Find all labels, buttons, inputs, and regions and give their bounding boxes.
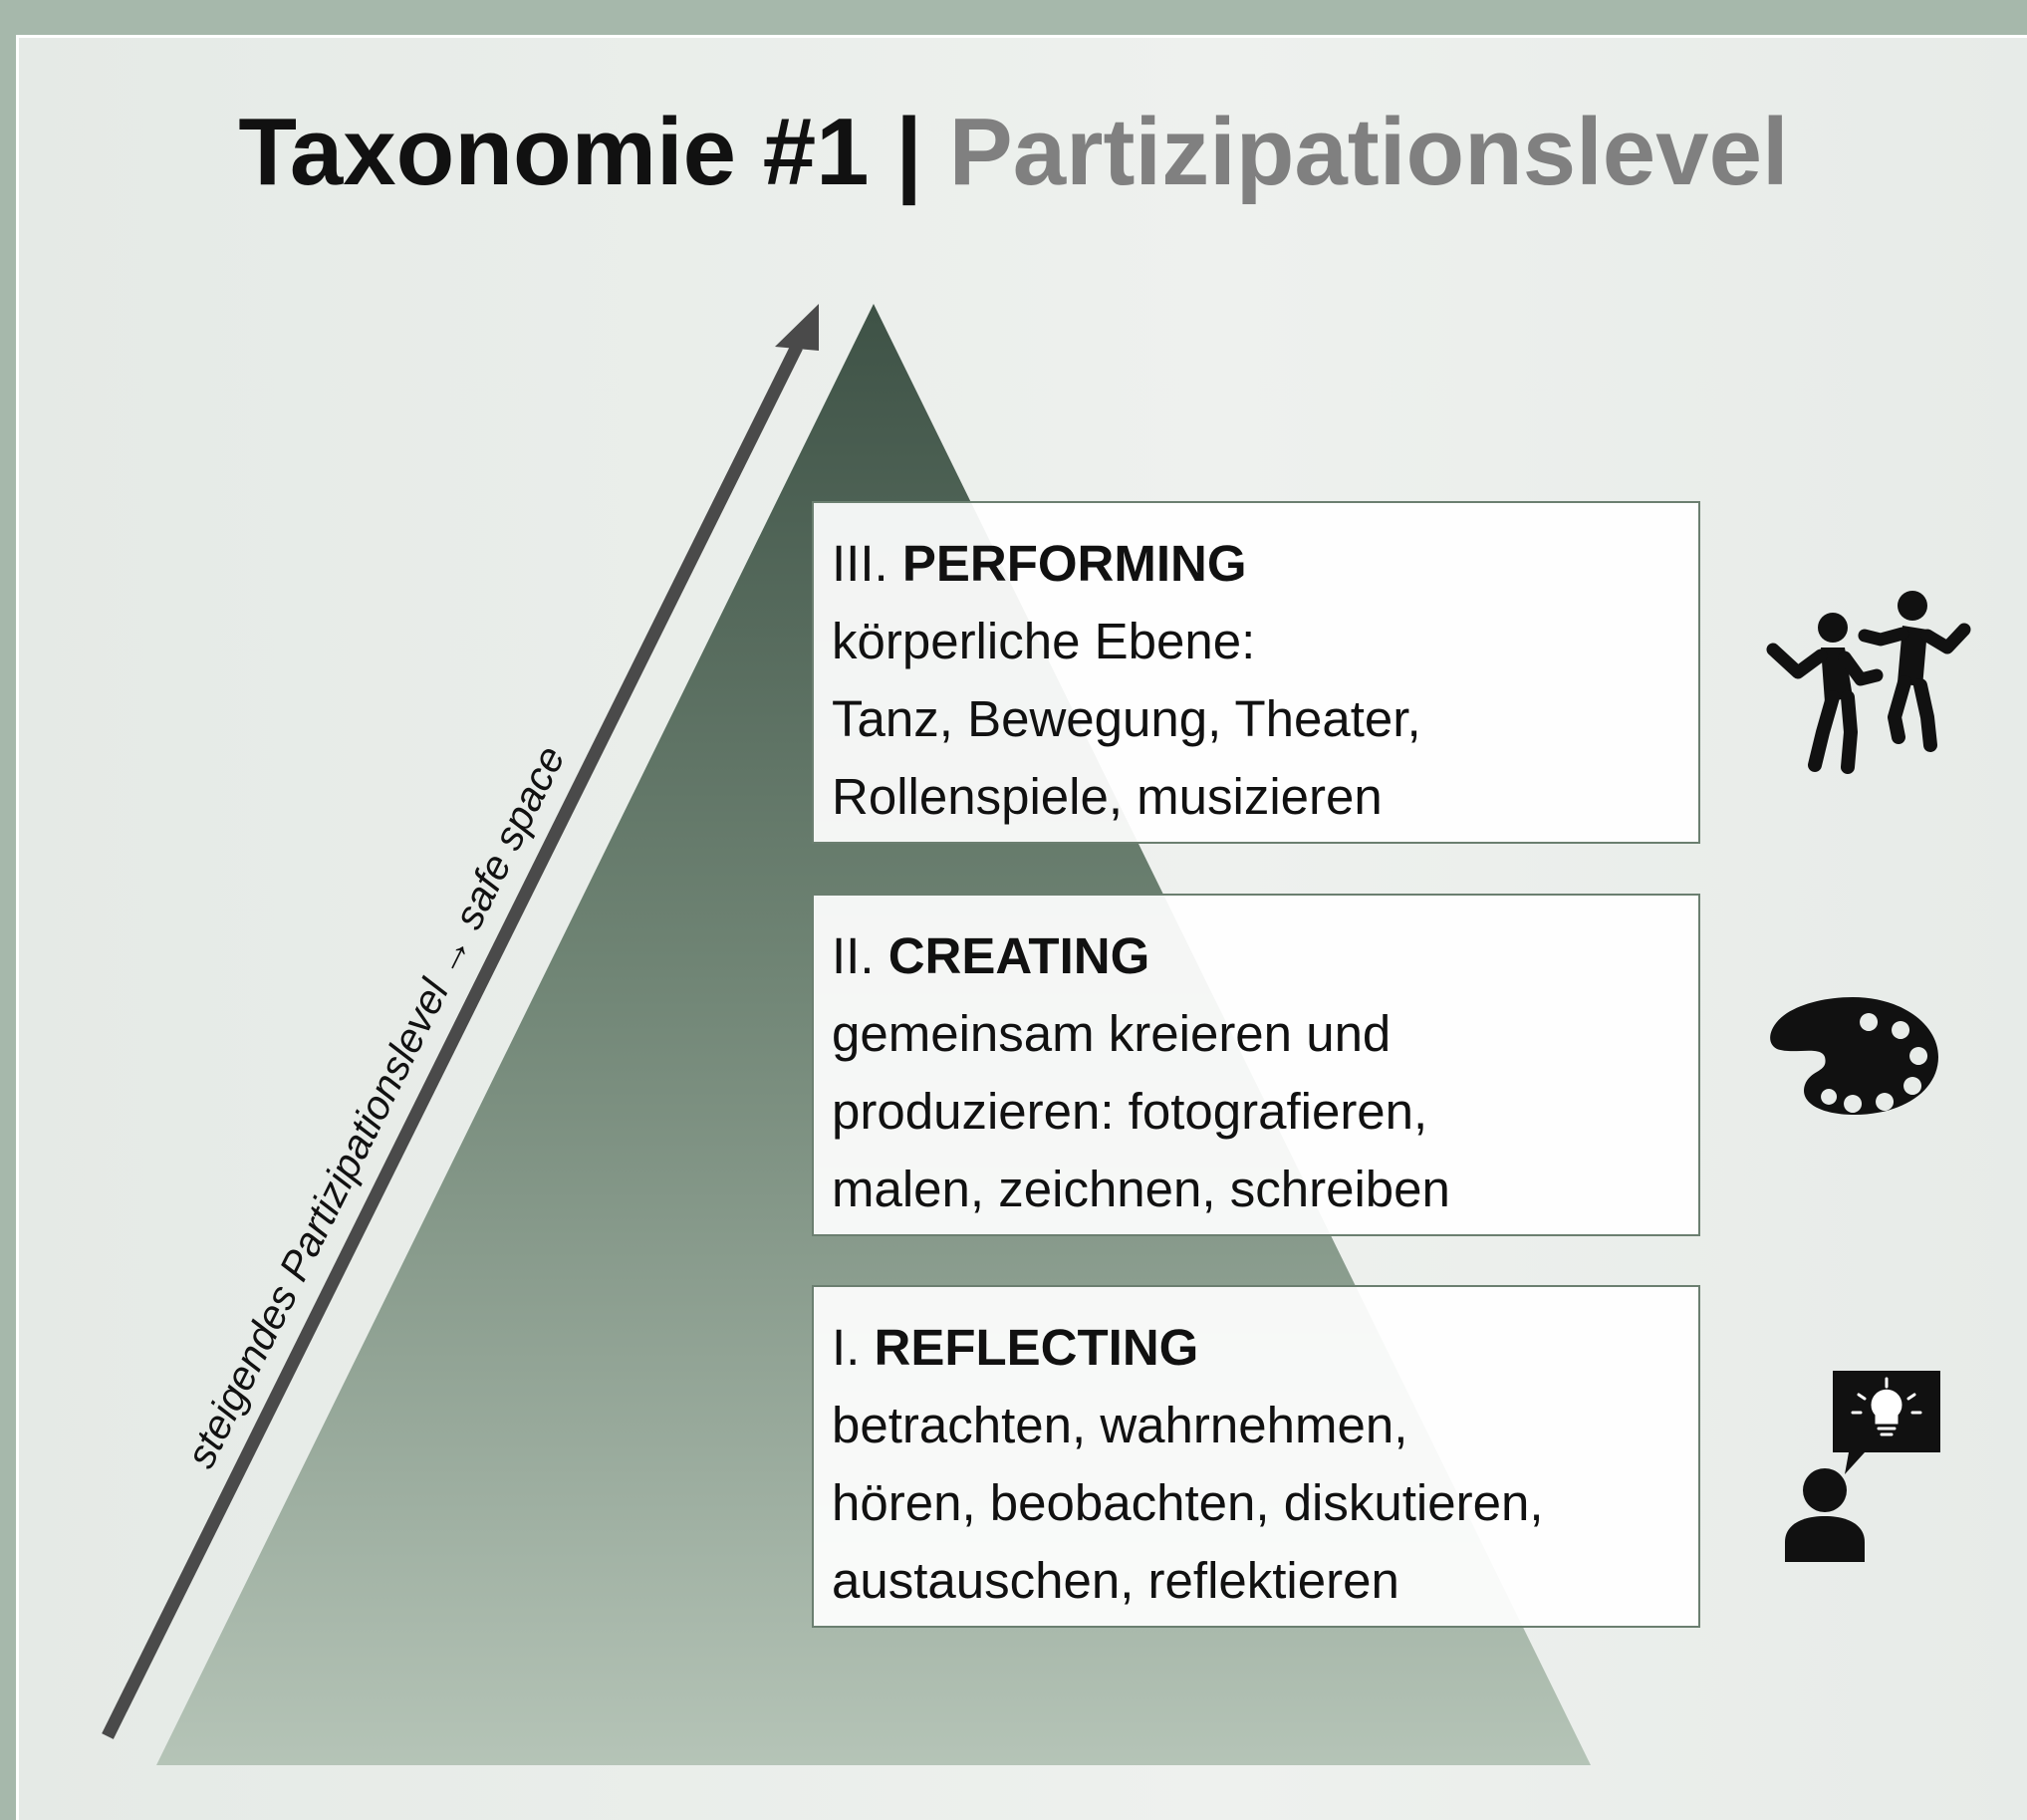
level-heading: III. PERFORMING bbox=[832, 525, 1698, 603]
level-description: körperliche Ebene: Tanz, Bewegung, Theat… bbox=[832, 603, 1698, 836]
level-desc-line: körperliche Ebene: bbox=[832, 613, 1256, 669]
participation-arrowhead bbox=[775, 304, 819, 351]
title-main: Taxonomie #1 bbox=[238, 99, 870, 205]
title-separator: | bbox=[895, 99, 922, 205]
level-name: PERFORMING bbox=[901, 535, 1247, 592]
level-box-performing: III. PERFORMING körperliche Ebene: Tanz,… bbox=[812, 501, 1700, 844]
level-box-reflecting: I. REFLECTING betrachten, wahrnehmen, hö… bbox=[812, 1285, 1700, 1628]
level-name: CREATING bbox=[887, 927, 1150, 984]
paint-palette-icon bbox=[1770, 997, 1938, 1115]
level-heading: I. REFLECTING bbox=[832, 1309, 1698, 1387]
level-desc-line: malen, zeichnen, schreiben bbox=[832, 1161, 1450, 1217]
level-desc-line: gemeinsam kreieren und bbox=[832, 1005, 1392, 1062]
title-subtitle: Partizipationslevel bbox=[948, 99, 1789, 205]
level-description: gemeinsam kreieren und produzieren: foto… bbox=[832, 995, 1698, 1228]
level-numeral: III. bbox=[832, 535, 888, 592]
level-numeral: I. bbox=[832, 1319, 861, 1376]
dancing-people-icon bbox=[1766, 591, 1971, 774]
level-desc-line: Tanz, Bewegung, Theater, bbox=[832, 690, 1421, 747]
level-description: betrachten, wahrnehmen, hören, beobachte… bbox=[832, 1387, 1698, 1620]
level-desc-line: austauschen, reflektieren bbox=[832, 1552, 1399, 1609]
participation-arrow-shaft bbox=[102, 344, 803, 1739]
level-box-creating: II. CREATING gemeinsam kreieren und prod… bbox=[812, 894, 1700, 1236]
level-heading: II. CREATING bbox=[832, 917, 1698, 995]
level-desc-line: Rollenspiele, musizieren bbox=[832, 768, 1383, 825]
level-desc-line: betrachten, wahrnehmen, bbox=[832, 1397, 1408, 1453]
page-title: Taxonomie #1 | Partizipationslevel bbox=[0, 100, 2027, 205]
level-numeral: II. bbox=[832, 927, 875, 984]
person-idea-icon bbox=[1785, 1371, 1940, 1562]
level-desc-line: produzieren: fotografieren, bbox=[832, 1083, 1428, 1140]
level-desc-line: hören, beobachten, diskutieren, bbox=[832, 1474, 1544, 1531]
level-name: REFLECTING bbox=[874, 1319, 1199, 1376]
